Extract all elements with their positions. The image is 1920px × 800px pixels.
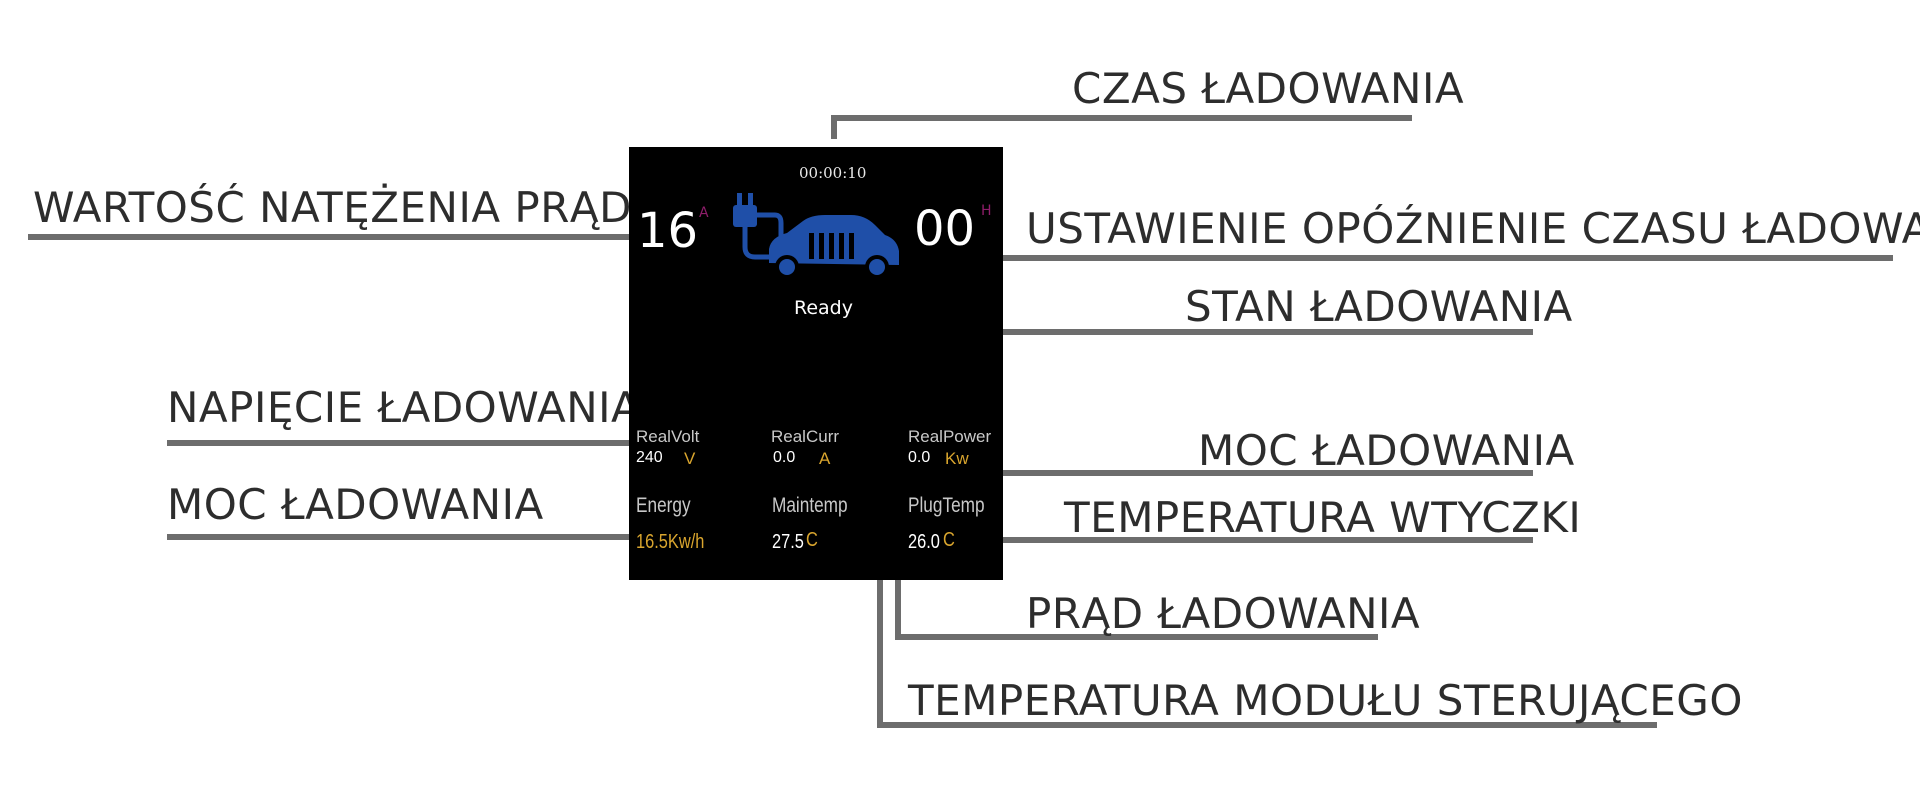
callout-wartosc-natezenia: WARTOŚĆ NATĘŻENIA PRĄDU [33,183,664,232]
plugtemp-unit: C [943,529,955,551]
maintemp-unit: C [806,529,818,551]
energy-label: Energy [636,494,691,517]
realpower-value: 0.0 [908,449,931,466]
charging-status: Ready [794,297,853,319]
plugtemp-value: 26.0 [908,531,940,553]
plugtemp-label: PlugTemp [908,494,985,517]
callout-moc-left: MOC ŁADOWANIA [167,480,544,529]
callout-opoznienie: USTAWIENIE OPÓŹNIENIE CZASU ŁADOWANIA [1026,204,1920,253]
realcurr-value: 0.0 [773,449,796,466]
realcurr-unit: A [819,449,831,468]
callout-temp-wtyczki: TEMPERATURA WTYCZKI [1064,493,1582,542]
current-unit: A [699,205,709,221]
charging-timer: 00:00:10 [799,164,867,182]
energy-value: 16.5Kw/h [636,531,705,553]
realvolt-label: RealVolt [636,427,700,446]
callout-napiecie: NAPIĘCIE ŁADOWANIA [167,383,641,432]
callout-czas-ladowania: CZAS ŁADOWANIA [1072,64,1465,113]
ev-charging-car-icon [733,193,899,279]
leader-czas-ladowania [831,115,1412,139]
delay-hours-unit: H [981,203,992,219]
callout-moc-right: MOC ŁADOWANIA [1198,426,1575,475]
maintemp-label: Maintemp [772,494,848,517]
charger-display: 00:00:10 16 A 00 H Ready RealVolt 240 V … [629,147,1003,580]
realvolt-unit: V [684,449,696,468]
callout-stan: STAN ŁADOWANIA [1185,282,1573,331]
callout-prad: PRĄD ŁADOWANIA [1026,589,1421,638]
delay-hours-value: 00 [914,201,976,257]
realcurr-label: RealCurr [771,427,840,446]
maintemp-value: 27.5 [772,531,804,553]
realvolt-value: 240 [636,449,663,466]
callout-temp-modulu: TEMPERATURA MODUŁU STERUJĄCEGO [908,676,1743,725]
realpower-unit: Kw [945,449,969,468]
current-value: 16 [637,203,699,259]
realpower-label: RealPower [908,427,992,446]
